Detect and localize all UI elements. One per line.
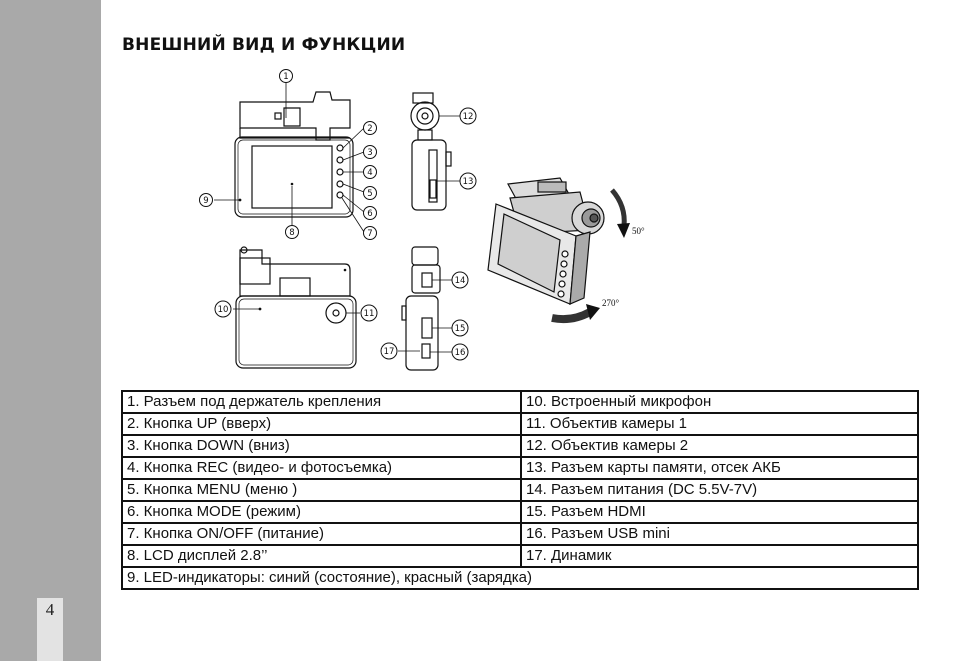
callout-6: 6 <box>367 209 372 219</box>
callout-10: 10 <box>218 305 229 315</box>
table-row: 8. LCD дисплей 2.8’’ 17. Динамик <box>121 544 919 568</box>
callout-markers <box>199 69 477 361</box>
table-cell: 16. Разъем USB mini <box>520 522 919 546</box>
table-row-footer: 9. LED-индикаторы: синий (состояние), кр… <box>121 566 919 590</box>
callout-circle-11 <box>360 304 378 322</box>
table-row: 3. Кнопка DOWN (вниз) 12. Объектив камер… <box>121 434 919 458</box>
functions-table: 1. Разъем под держатель крепления 10. Вс… <box>121 390 919 590</box>
callout-15: 15 <box>455 324 466 334</box>
table-cell-footer: 9. LED-индикаторы: синий (состояние), кр… <box>121 566 919 590</box>
device-diagram: 1 2 3 4 5 6 7 8 9 10 11 12 13 14 15 16 1… <box>199 69 645 371</box>
callout-7: 7 <box>367 229 372 239</box>
callout-8: 8 <box>289 228 294 238</box>
table-cell: 2. Кнопка UP (вверх) <box>121 412 522 436</box>
table-cell: 8. LCD дисплей 2.8’’ <box>121 544 522 568</box>
table-cell: 5. Кнопка MENU (меню ) <box>121 478 522 502</box>
callout-circle-17 <box>380 342 398 360</box>
callout-circle-8 <box>285 225 299 239</box>
table-cell: 14. Разъем питания (DC 5.5V-7V) <box>520 478 919 502</box>
callout-circle-5 <box>363 186 377 200</box>
table-row: 5. Кнопка MENU (меню ) 14. Разъем питани… <box>121 478 919 502</box>
callout-circle-14 <box>451 271 469 289</box>
side-view-bottom <box>398 246 452 371</box>
callout-circle-10 <box>214 300 232 318</box>
callout-circle-9 <box>199 193 213 207</box>
front-view <box>214 80 365 233</box>
table-cell: 7. Кнопка ON/OFF (питание) <box>121 522 522 546</box>
table-cell: 13. Разъем карты памяти, отсек АКБ <box>520 456 919 480</box>
callout-circle-3 <box>363 145 377 159</box>
side-view-top <box>410 92 461 211</box>
table-cell: 12. Объектив камеры 2 <box>520 434 919 458</box>
table-cell: 15. Разъем HDMI <box>520 500 919 524</box>
callout-16: 16 <box>455 348 466 358</box>
callout-11: 11 <box>364 309 375 319</box>
table-cell: 1. Разъем под держатель крепления <box>121 390 522 414</box>
callout-17: 17 <box>384 347 395 357</box>
tilt-angle-label: 50° <box>632 226 645 236</box>
callout-circle-12 <box>459 107 477 125</box>
side-bar <box>0 0 101 661</box>
page-tab: 4 <box>37 598 63 661</box>
callout-13: 13 <box>463 177 474 187</box>
page-number: 4 <box>45 600 55 619</box>
swivel-angle-label: 270° <box>602 298 620 308</box>
table-cell: 6. Кнопка MODE (режим) <box>121 500 522 524</box>
callout-circle-7 <box>363 226 377 240</box>
callout-14: 14 <box>455 276 466 286</box>
table-cell: 4. Кнопка REC (видео- и фотосъемка) <box>121 456 522 480</box>
table-row: 7. Кнопка ON/OFF (питание) 16. Разъем US… <box>121 522 919 546</box>
back-view <box>233 246 360 369</box>
callout-4: 4 <box>367 168 372 178</box>
table-row: 1. Разъем под держатель крепления 10. Вс… <box>121 390 919 414</box>
callout-circle-2 <box>363 121 377 135</box>
callout-circle-13 <box>459 172 477 190</box>
table-row: 4. Кнопка REC (видео- и фотосъемка) 13. … <box>121 456 919 480</box>
callout-2: 2 <box>367 124 372 134</box>
table-cell: 3. Кнопка DOWN (вниз) <box>121 434 522 458</box>
callout-circle-1 <box>279 69 293 83</box>
callout-circle-4 <box>363 165 377 179</box>
callout-5: 5 <box>367 189 372 199</box>
callout-circle-15 <box>451 319 469 337</box>
table-row: 2. Кнопка UP (вверх) 11. Объектив камеры… <box>121 412 919 436</box>
table-row: 6. Кнопка MODE (режим) 15. Разъем HDMI <box>121 500 919 524</box>
callout-circle-6 <box>363 206 377 220</box>
perspective-view <box>487 177 630 324</box>
table-cell: 17. Динамик <box>520 544 919 568</box>
table-cell: 11. Объектив камеры 1 <box>520 412 919 436</box>
callout-circle-16 <box>451 343 469 361</box>
callout-3: 3 <box>367 148 372 158</box>
table-cell: 10. Встроенный микрофон <box>520 390 919 414</box>
callout-1: 1 <box>283 72 288 82</box>
callout-12: 12 <box>463 112 474 122</box>
page-title: ВНЕШНИЙ ВИД И ФУНКЦИИ <box>122 35 406 55</box>
callout-9: 9 <box>203 196 208 206</box>
